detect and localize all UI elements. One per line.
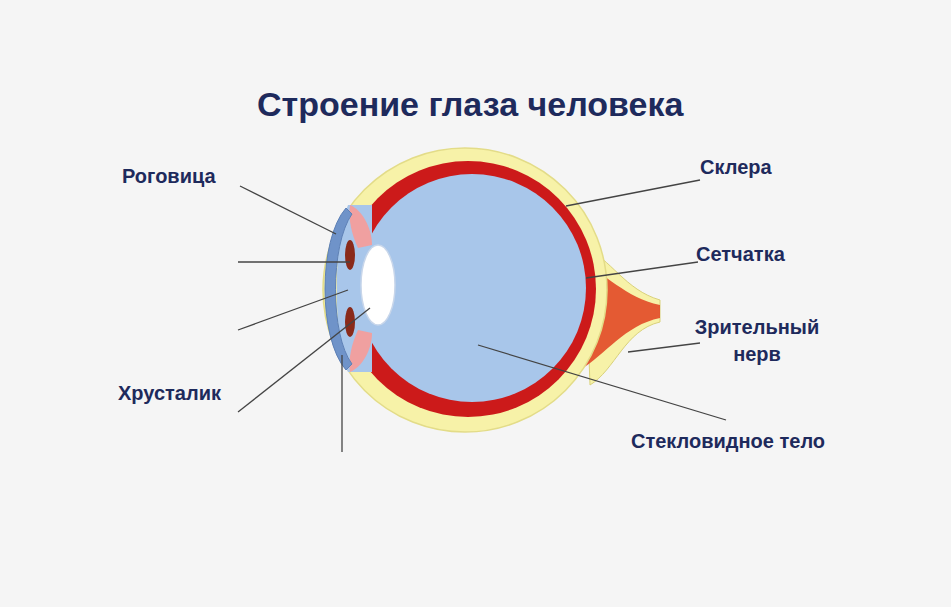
leader-line bbox=[341, 355, 342, 452]
part-label: Хрусталик bbox=[118, 380, 238, 407]
part-label: Сетчатка bbox=[696, 241, 836, 268]
retina bbox=[340, 161, 596, 417]
part-label: Стекловидное тело bbox=[628, 428, 828, 455]
iris bbox=[345, 240, 355, 270]
part-label: Склера bbox=[700, 154, 820, 181]
part-label: Роговица bbox=[122, 163, 242, 190]
leader-line bbox=[566, 180, 700, 206]
iris bbox=[345, 307, 355, 337]
leader-line bbox=[240, 186, 336, 234]
cornea bbox=[325, 208, 352, 370]
leader-line bbox=[478, 345, 726, 420]
sclera bbox=[323, 148, 607, 432]
leader-line bbox=[586, 262, 698, 278]
leader-line bbox=[238, 290, 348, 330]
ciliary-body bbox=[349, 330, 372, 372]
diagram-title: Строение глаза человека bbox=[257, 82, 683, 128]
lens bbox=[361, 245, 395, 325]
leader-line bbox=[628, 343, 700, 352]
leader-line bbox=[238, 261, 350, 262]
part-label: Зрительный нерв bbox=[672, 314, 842, 368]
ciliary-body bbox=[349, 205, 372, 248]
leader-line bbox=[238, 308, 370, 412]
leader-lines bbox=[238, 180, 726, 452]
